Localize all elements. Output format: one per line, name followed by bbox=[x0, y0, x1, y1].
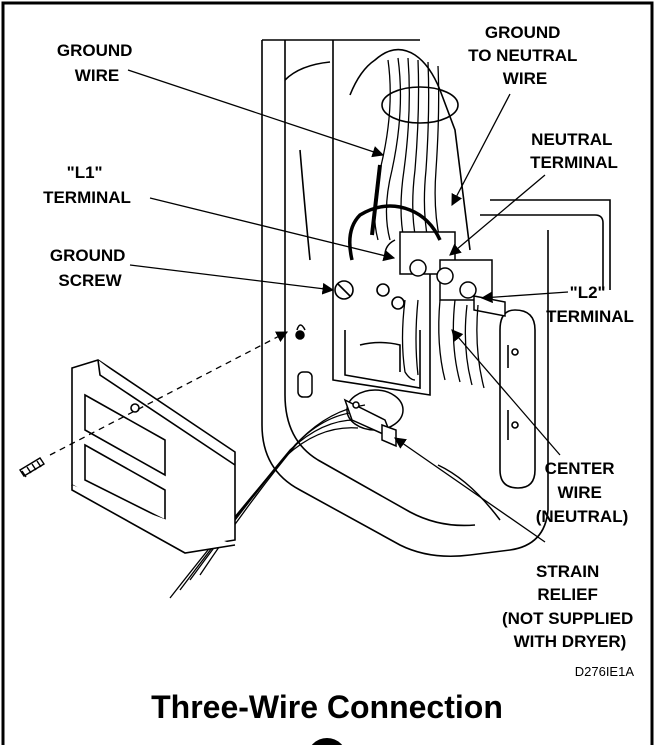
mounting-bracket bbox=[499, 309, 536, 489]
access-cover-plate bbox=[71, 359, 236, 554]
figure-title: Three-Wire Connection bbox=[151, 689, 503, 725]
label-neutral-terminal: NEUTRAL TERMINAL bbox=[530, 130, 618, 172]
label-center-wire: CENTER WIRE (NEUTRAL) bbox=[536, 459, 629, 526]
dryer-back-panel bbox=[261, 39, 611, 558]
cover-screw bbox=[19, 457, 45, 478]
label-ground-to-neutral: GROUND TO NEUTRAL WIRE bbox=[468, 23, 582, 88]
terminal-box bbox=[332, 40, 471, 396]
strain-relief-clamp bbox=[343, 389, 404, 448]
arrow-neutral-terminal bbox=[449, 174, 546, 256]
arrow-center-wire bbox=[451, 329, 561, 456]
arrow-ground-screw bbox=[129, 264, 335, 295]
arrow-l2-terminal bbox=[480, 291, 569, 304]
terminal-block bbox=[384, 231, 506, 317]
bullet-marker bbox=[311, 738, 343, 745]
arrow-ground-wire bbox=[127, 69, 385, 158]
label-l1-terminal: "L1" TERMINAL bbox=[43, 163, 131, 207]
panel-details bbox=[295, 324, 501, 521]
label-strain-relief: STRAIN RELIEF (NOT SUPPLIED WITH DRYER) bbox=[502, 562, 638, 651]
label-ground-wire: GROUND WIRE bbox=[57, 41, 137, 85]
label-ground-screw: GROUND SCREW bbox=[50, 246, 130, 290]
arrow-l1-terminal bbox=[149, 197, 396, 262]
arrow-ground-to-neutral bbox=[451, 93, 511, 207]
install-direction-arrow bbox=[49, 331, 289, 456]
ground-screw bbox=[334, 204, 442, 310]
label-l2-terminal: "L2" TERMINAL bbox=[546, 283, 634, 326]
figure-code: D276IE1A bbox=[575, 664, 635, 679]
arrow-strain-relief bbox=[394, 437, 546, 543]
